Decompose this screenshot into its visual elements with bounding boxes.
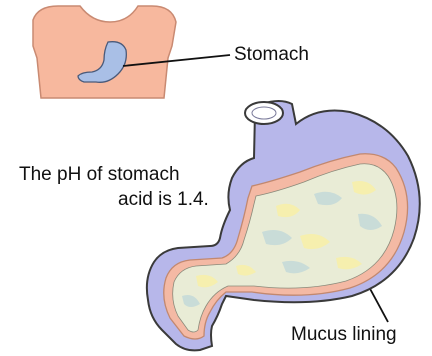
ph-fact-line-1: The pH of stomach <box>19 164 180 186</box>
esophagus-inner <box>252 107 276 119</box>
ph-fact-line-2: acid is 1.4. <box>118 189 209 211</box>
stomach-cross-section <box>147 101 420 350</box>
stomach-label: Stomach <box>234 44 309 66</box>
torso-illustration <box>33 6 176 98</box>
mucus-lining-label: Mucus lining <box>291 324 397 346</box>
